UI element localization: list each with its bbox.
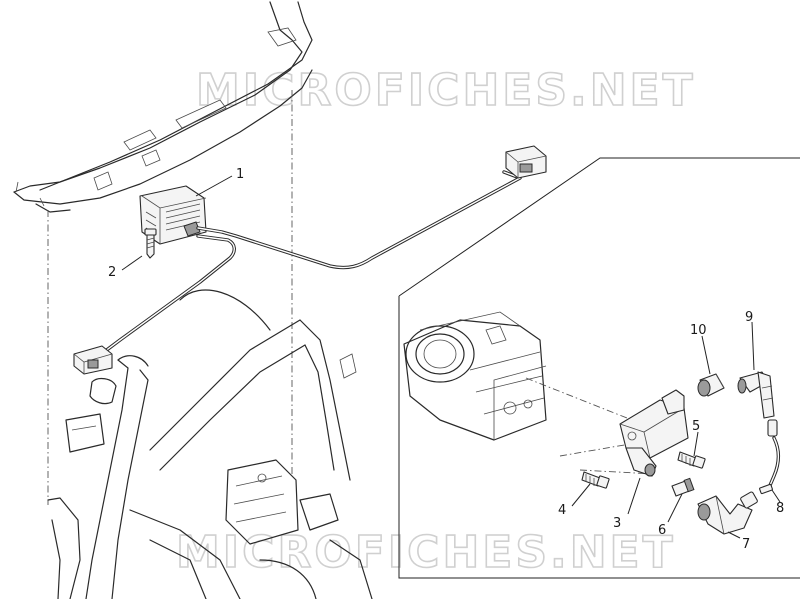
callout-7: 7 — [742, 537, 750, 552]
sleeve-10 — [697, 373, 725, 397]
chassis-lower — [47, 289, 373, 599]
regulator-wiring — [102, 170, 522, 354]
bolt-4 — [581, 471, 610, 489]
inset-alignment-1 — [525, 377, 633, 421]
frame-rail — [13, 1, 313, 213]
callout-2: 2 — [108, 265, 116, 280]
connector-lower — [73, 345, 113, 375]
callout-8: 8 — [776, 501, 784, 516]
engine-block — [403, 311, 547, 441]
callout-lines — [121, 175, 781, 539]
angled-cap-9 — [737, 371, 775, 419]
connector-upper — [505, 145, 547, 179]
spark-plug-cap-7 — [697, 491, 758, 535]
fitting-6 — [671, 477, 695, 497]
screw-2 — [144, 228, 157, 259]
callout-3: 3 — [613, 516, 621, 531]
callout-9: 9 — [745, 310, 753, 325]
watermark-bottom: MICROFICHES.NET — [176, 527, 676, 578]
ignition-coil-3 — [619, 389, 689, 477]
callout-1: 1 — [236, 167, 244, 182]
callout-5: 5 — [692, 419, 700, 434]
callout-6: 6 — [658, 523, 666, 538]
callout-4: 4 — [558, 503, 566, 518]
watermark-top: MICROFICHES.NET — [196, 65, 696, 116]
callout-10: 10 — [690, 323, 707, 338]
ht-lead-8 — [759, 419, 781, 495]
bolt-5 — [677, 451, 706, 469]
inset-frame — [398, 157, 800, 579]
inset-alignment-2 — [559, 443, 655, 475]
